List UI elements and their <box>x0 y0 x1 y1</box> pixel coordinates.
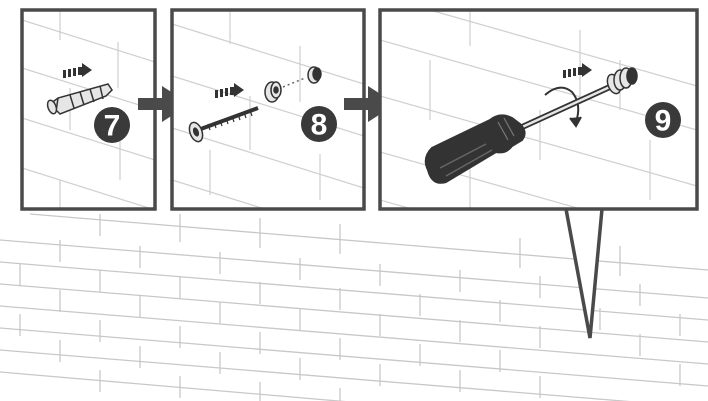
step-number-8: 8 <box>311 109 328 142</box>
step-panel-7: 7 <box>20 8 157 211</box>
step-number-7: 7 <box>104 110 121 143</box>
next-step-arrow-1 <box>138 86 190 122</box>
cap-icon <box>307 66 322 84</box>
screw-with-washer-icon <box>188 106 259 143</box>
step-panel-8: 8 <box>170 8 366 211</box>
step-panel-9: 9 <box>378 8 699 211</box>
step-badge-9 <box>645 102 681 138</box>
alignment-dots <box>282 77 306 88</box>
brick-wall-background <box>0 213 708 401</box>
step-badge-7 <box>94 107 130 143</box>
callout-pointer <box>564 208 604 339</box>
step-number-9: 9 <box>655 105 672 138</box>
rotation-arrow-icon <box>544 86 582 128</box>
wall-anchor-icon <box>46 83 113 115</box>
step-badge-8 <box>301 106 337 142</box>
screwdriver-icon <box>424 83 614 184</box>
insert-direction-icon <box>63 63 92 78</box>
insert-direction-icon <box>563 63 592 78</box>
next-step-arrow-2 <box>344 86 396 122</box>
anchored-screw-icon <box>606 67 638 95</box>
insert-direction-icon <box>215 83 244 98</box>
washer-icon <box>264 81 282 103</box>
